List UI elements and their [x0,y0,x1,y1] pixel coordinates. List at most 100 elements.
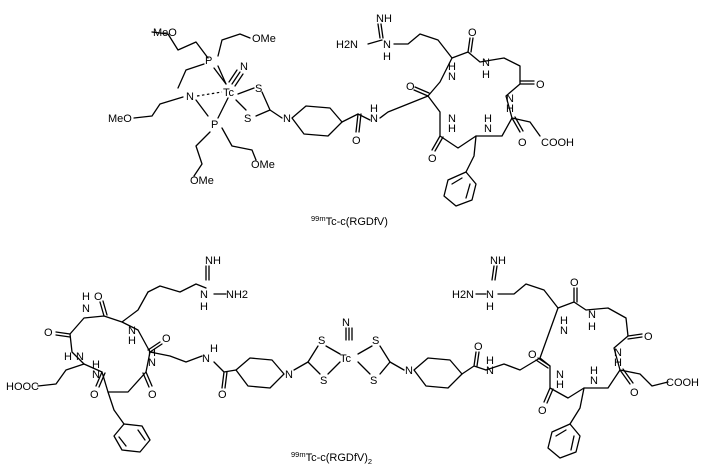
benzyl-side-chain [107,391,125,425]
oxygen-label: O [538,405,547,417]
phosphorus-label: P [211,119,218,131]
amide-nitrogen-label: N [560,325,568,337]
peptide-backbone [149,351,203,363]
tc-s-bond [325,345,341,375]
piperidine-ring [291,105,343,137]
arm-bond [151,31,209,59]
phenyl-ring [113,423,151,453]
sulfur-label: S [320,375,327,387]
amide-nitrogen-label: N [486,365,494,377]
hydrogen-label: H [506,103,514,115]
oxygen-label: O [536,79,545,91]
arm-bond [217,65,227,85]
carbonyl-bond [413,86,430,97]
hydrogen-label: H [588,321,596,333]
carboxyl-label: COOH [541,137,574,149]
aspartate-side-chain [37,363,85,387]
piperidine-nitrogen-label: N [283,113,291,125]
arm-bond [195,99,209,117]
amide-nitrogen-label: N [148,357,156,369]
technetium-label: Tc [340,353,352,365]
structure-monomer: MeO OMe MeO OMe OMe P P N Tc N S S N O [108,13,574,228]
phenyl-ring [443,171,477,207]
oxygen-label: O [644,331,653,343]
hydrogen-label: H [383,51,391,63]
technetium-phosphine-complex: MeO OMe MeO OMe OMe P P N Tc N S S N O [108,27,371,187]
piperidine-ring [235,357,285,389]
benzyl-side-chain [465,135,477,173]
phenyl-ring [547,423,581,459]
oxygen-label: O [528,349,537,361]
hydrogen-label: H [200,301,208,313]
amide-nitrogen-label: N [484,123,492,135]
hydrogen-label: H [482,69,490,81]
hydrogen-label: H [486,355,494,367]
linker-bond [213,361,237,389]
caption-dimer: 99mTc-c(RGDfV)2 [291,450,372,465]
amine-label: H2N [336,39,358,51]
amide-nitrogen-label: N [82,303,90,315]
oxygen-label: O [94,291,103,303]
carboxyl-label: COOH [666,377,699,389]
hydrogen-label: H [128,335,136,347]
amide-nitrogen-label: N [556,369,564,381]
piperidine-amide-bond [341,113,371,123]
amide-nitrogen-label: N [590,375,598,387]
guanidine-bonds [147,265,227,295]
arm-bond [177,63,205,89]
carbonyl-bond [519,80,535,85]
caption-isotope: 99m [311,214,326,223]
carbonyl-bond [573,287,578,303]
piperidine-ring [413,357,463,389]
dtc-c-n-bond [269,109,283,119]
arm-bond [217,33,251,57]
guanidine-bonds [367,23,453,59]
caption-monomer: 99mTc-c(RGDfV) [311,214,388,228]
amide-nitrogen-label: N [482,57,490,69]
guanidine-bonds [475,265,559,309]
p-tc-bond [217,97,229,119]
oxygen-label: O [468,27,477,39]
peptide-backbone [379,95,429,119]
left-cyclic-rgd-peptide: NH NH2 N H N H N H N H N H N H N H O O O… [6,255,248,453]
oxygen-label: O [90,389,99,401]
imine-label: NH [490,255,506,267]
right-cyclic-rgd-peptide: NH H2N N H N H N H N H N H N H N H O O O… [452,255,699,459]
dtc-bond [293,361,309,371]
amide-nitrogen-label: N [448,71,456,83]
sulfur-label: S [318,335,325,347]
oxygen-label: O [428,153,437,165]
oxygen-label: O [162,333,171,345]
hydrogen-label: H [210,343,218,355]
methoxy-label: MeO [153,27,177,39]
carbonyl-bond [431,135,444,152]
arm-bond [133,96,184,119]
carbonyl-bond [142,371,153,388]
tc-n-triple-bond [228,69,244,87]
tc-s-bond [235,99,247,111]
imine-label: NH [376,13,392,25]
hydrogen-label: H [560,315,568,327]
caption-text: Tc-c(RGDfV) [326,216,388,228]
carbonyl-bond [543,387,554,404]
carbonyl-bond [55,331,71,338]
carbonyl-bond [535,357,551,369]
dithiocarbamate-ring [255,91,271,117]
peptide-backbone [427,51,521,149]
amide-carbonyl [355,113,362,133]
amine-nitrogen-label: N [186,91,194,103]
amide-nitrogen-label: N [448,113,456,125]
sulfur-label: S [370,375,377,387]
guanidine-nitrogen-label: N [200,289,208,301]
amide-nitrogen-label: N [202,353,210,365]
amine-label: NH2 [226,289,248,301]
sulfur-label: S [255,83,262,95]
tc-s-bond [237,87,255,95]
hydrogen-label: H [92,359,100,371]
phosphorus-label: P [205,55,212,67]
hydrogen-label: H [448,61,456,73]
oxygen-label: O [218,389,227,401]
piperidine-nitrogen-label: N [405,365,413,377]
hydrogen-label: H [64,351,72,363]
